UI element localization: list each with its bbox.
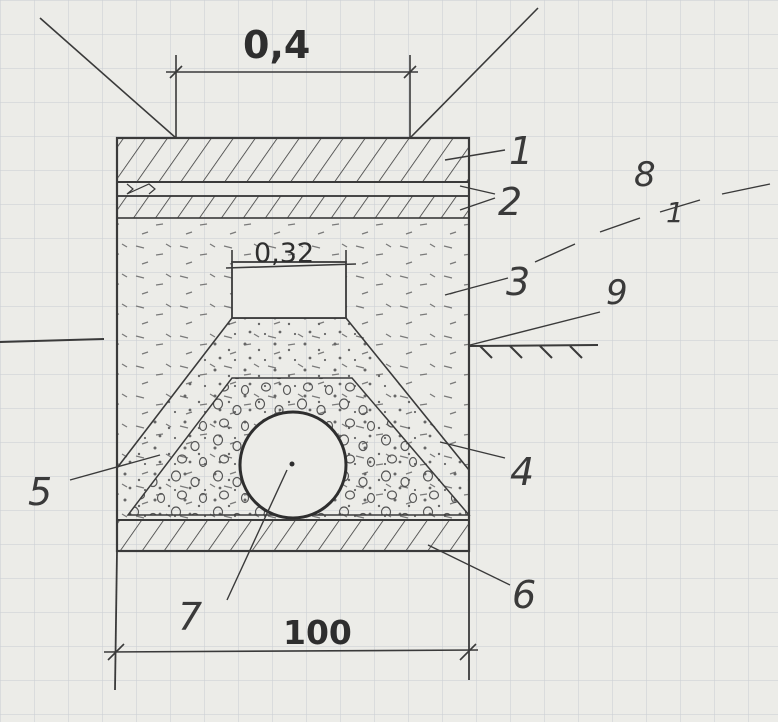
slope-lines bbox=[39, 7, 539, 139]
callout-5: 5 bbox=[28, 470, 52, 514]
layer-6-base bbox=[116, 519, 470, 552]
trench-outline bbox=[115, 136, 471, 553]
leader-lines bbox=[69, 149, 771, 601]
dimension-bottom-width: 100 bbox=[283, 613, 352, 652]
layer-2-chevrons bbox=[126, 183, 156, 195]
callout-2: 2 bbox=[498, 180, 522, 224]
callout-3: 3 bbox=[506, 260, 530, 304]
callout-1: 1 bbox=[509, 129, 533, 173]
callout-4: 4 bbox=[510, 450, 534, 494]
layer-1-top bbox=[116, 137, 470, 183]
inner-box bbox=[231, 261, 347, 319]
wall-extension-left bbox=[114, 550, 118, 691]
pipe-center bbox=[289, 461, 295, 467]
dimension-lines bbox=[103, 55, 479, 661]
dimension-top-width: 0,4 bbox=[243, 23, 310, 67]
ground-lines bbox=[0, 338, 599, 359]
callout-9: 9 bbox=[606, 273, 628, 313]
callout-6: 6 bbox=[512, 573, 536, 617]
slope-mark: 1 bbox=[666, 196, 684, 229]
layer-2-lower bbox=[116, 195, 470, 219]
dimension-inner-width: 0,32 bbox=[254, 238, 314, 269]
callout-8: 8 bbox=[634, 155, 656, 195]
callout-7: 7 bbox=[178, 595, 202, 639]
